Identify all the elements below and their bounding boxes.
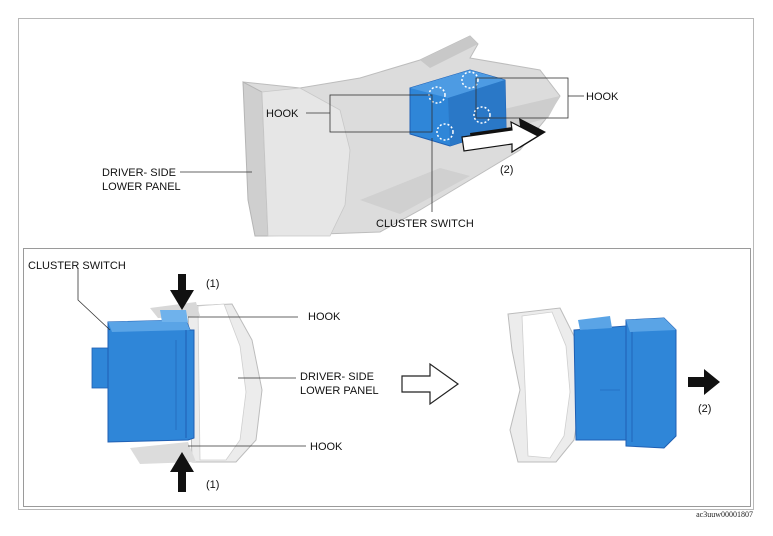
hook-label-left: HOOK — [266, 108, 299, 120]
panel-label-lower-line1: DRIVER- SIDE — [300, 371, 374, 383]
lower-panel-section-left — [130, 302, 263, 464]
step-2-label-lower: (2) — [698, 403, 711, 415]
cluster-switch-label: CLUSTER SWITCH — [376, 218, 474, 230]
step-1-label-top: (1) — [206, 278, 219, 290]
press-arrow-bottom — [170, 452, 194, 492]
removal-arrow-upper — [461, 118, 546, 154]
panel-label-line2: LOWER PANEL — [102, 181, 181, 193]
step-1-label-bottom: (1) — [206, 479, 219, 491]
lower-panel-section-right — [507, 307, 583, 463]
hook-marker — [436, 123, 454, 141]
press-arrow-top — [170, 274, 194, 310]
transition-arrow — [401, 362, 460, 406]
cluster-switch-side-left — [91, 310, 195, 443]
step-2-label: (2) — [500, 164, 513, 176]
figure-code: ac3uuw00001807 — [696, 510, 753, 519]
hook-label-right: HOOK — [586, 91, 619, 103]
panel-label-line1: DRIVER- SIDE — [102, 167, 176, 179]
upper-illustration: HOOK HOOK DRIVER- SIDE LOWER PANEL CLUST… — [102, 35, 619, 237]
lower-detail-frame — [23, 248, 751, 507]
hook-label-top: HOOK — [308, 311, 341, 323]
panel-label-lower-line2: LOWER PANEL — [300, 385, 379, 397]
hook-marker — [461, 71, 479, 89]
leader-lines-lower — [77, 268, 306, 447]
cluster-switch-block — [409, 69, 507, 147]
pull-arrow-right — [688, 369, 720, 395]
hook-label-bottom: HOOK — [310, 441, 343, 453]
cluster-switch-side-right — [573, 316, 677, 449]
hook-marker — [473, 106, 491, 124]
cluster-switch-label-lower: CLUSTER SWITCH — [28, 260, 126, 272]
leader-lines-upper — [180, 77, 584, 212]
figure-frame — [18, 18, 754, 510]
